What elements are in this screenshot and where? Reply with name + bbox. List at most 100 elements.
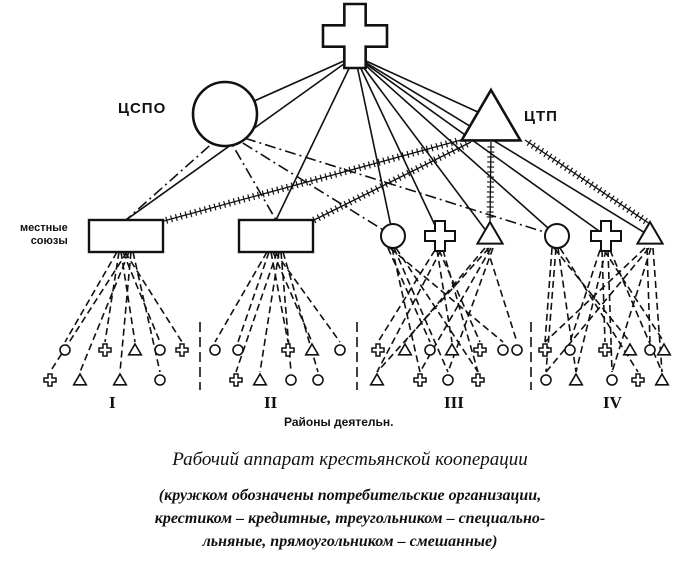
local-union-rectangle-1: [87, 218, 165, 254]
region-3-flax-triangle-icon: [475, 220, 505, 245]
edge-leaf-1-4: [274, 251, 341, 343]
leaf-triangle-icon: [654, 372, 670, 386]
edge-leaf-2-4: [395, 247, 479, 373]
region-label-3: III: [444, 393, 464, 412]
leaf-cross-icon: [175, 343, 189, 357]
edge-leaf-3-1: [436, 249, 453, 343]
leaf-circle-icon: [334, 344, 346, 356]
leaf-circle-icon: [511, 344, 523, 356]
leaf-triangle-icon: [72, 372, 88, 386]
leaf-circle-icon: [564, 344, 576, 356]
leaf-triangle-icon: [656, 342, 672, 356]
leaf-cross-icon: [281, 343, 295, 357]
leaf-cross-icon: [98, 343, 112, 357]
edge-leaf-1-0: [214, 251, 268, 343]
edge-leaf-1-2: [270, 251, 289, 343]
edge-leaf-3-2: [438, 249, 481, 343]
edge-leaf-7-2: [545, 247, 650, 373]
leaf-circle-icon: [209, 344, 221, 356]
region-4-consumer-circle-icon: [544, 223, 570, 249]
leaf-triangle-icon: [304, 342, 320, 356]
region-label-1: I: [109, 393, 116, 412]
edge-leaf-2-2: [391, 247, 421, 373]
leaf-circle-icon: [232, 344, 244, 356]
label-local-unions: местные союзы: [20, 222, 68, 247]
edge-cspo-1: [224, 131, 277, 221]
leaf-circle-icon: [540, 374, 552, 386]
edge-leaf-7-0: [544, 247, 646, 343]
leaf-triangle-icon: [369, 372, 385, 386]
edge-ctp-region-4: [524, 139, 651, 225]
region-4-credit-cross-icon: [590, 220, 622, 252]
leaf-cross-icon: [43, 373, 57, 387]
region-label-4: IV: [603, 393, 622, 412]
edge-leaf-0-7: [119, 251, 132, 373]
edge-leaf-0-5: [49, 251, 128, 373]
edge-top-3: [354, 55, 441, 237]
region-4-flax-triangle-icon: [635, 220, 665, 245]
caption-note-line-1: (кружком обозначены потребительские орга…: [158, 487, 542, 504]
leaf-circle-icon: [312, 374, 324, 386]
leaf-triangle-icon: [127, 342, 143, 356]
label-ctp: ЦТП: [524, 108, 558, 125]
edge-leaf-1-1: [237, 251, 270, 343]
cspo-circle-icon: [191, 80, 259, 148]
edge-leaf-0-4: [124, 251, 183, 343]
leaf-circle-icon: [424, 344, 436, 356]
edge-ctp-region-3: [486, 141, 495, 225]
label-cspo: ЦСПО: [118, 100, 167, 117]
leaf-cross-icon: [229, 373, 243, 387]
leaf-cross-icon: [538, 343, 552, 357]
leaf-circle-icon: [644, 344, 656, 356]
leaf-triangle-icon: [112, 372, 128, 386]
caption-note-line-3: льняные, прямоугольником – смешанные): [202, 533, 498, 550]
edge-leaf-3-3: [376, 249, 442, 373]
edge-leaf-0-1: [104, 251, 120, 343]
ctp-triangle-icon: [459, 87, 523, 142]
leaf-circle-icon: [606, 374, 618, 386]
label-areas: Районы деятельн.: [284, 415, 394, 429]
leaf-cross-icon: [471, 373, 485, 387]
leaf-cross-icon: [631, 373, 645, 387]
edge-leaf-3-4: [442, 249, 479, 373]
top-organization-cross-icon: [321, 2, 389, 70]
edge-leaf-7-1: [646, 247, 651, 343]
cooperation-structure-diagram: [43, 2, 672, 390]
region-3-consumer-circle-icon: [380, 223, 406, 249]
leaf-circle-icon: [497, 344, 509, 356]
region-label-2: II: [264, 393, 278, 412]
edge-top-4: [354, 55, 491, 237]
edge-leaf-0-0: [64, 251, 118, 343]
edge-leaf-6-0: [569, 249, 601, 343]
leaf-cross-icon: [413, 373, 427, 387]
diagram-nodes: [43, 2, 672, 387]
edge-leaf-6-3: [575, 249, 607, 373]
edge-top-2: [354, 55, 394, 237]
leaf-cross-icon: [371, 343, 385, 357]
edge-leaf-4-1: [486, 247, 518, 343]
leaf-triangle-icon: [252, 372, 268, 386]
diagram-edges: [49, 55, 665, 390]
edge-top-9: [354, 55, 492, 119]
edge-leaf-6-4: [607, 249, 613, 373]
edge-top-1: [275, 55, 356, 221]
leaf-circle-icon: [442, 374, 454, 386]
local-union-rectangle-2: [237, 218, 315, 254]
leaf-triangle-icon: [444, 342, 460, 356]
caption-title: Рабочий аппарат крестьянской кооперации: [172, 449, 528, 470]
edge-ctp-union-2: [309, 140, 472, 224]
edge-leaf-4-3: [419, 247, 492, 373]
edge-leaf-6-2: [603, 249, 665, 343]
edge-leaf-2-1: [389, 247, 504, 343]
edge-leaf-1-6: [259, 251, 280, 373]
leaf-triangle-icon: [568, 372, 584, 386]
region-3-credit-cross-icon: [424, 220, 456, 252]
leaf-cross-icon: [473, 343, 487, 357]
caption-note-line-2: крестиком – кредитные, треугольником – с…: [154, 510, 546, 527]
edge-cspo-0: [125, 131, 226, 221]
leaf-circle-icon: [154, 344, 166, 356]
edge-ctp-union-1: [159, 137, 462, 224]
edge-leaf-4-2: [376, 247, 490, 373]
edge-leaf-2-3: [393, 247, 449, 373]
leaf-cross-icon: [598, 343, 612, 357]
